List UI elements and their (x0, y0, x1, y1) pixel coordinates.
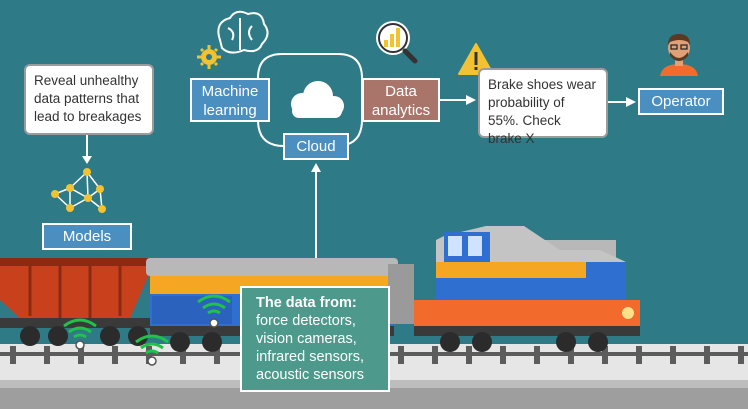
hopper-wagon (0, 258, 152, 346)
cloud-label: Cloud (296, 138, 336, 155)
sensor-wifi-icon (135, 334, 169, 355)
arrow-head-models-icon (82, 156, 92, 164)
data-source-item: force detectors, (256, 313, 356, 329)
data-sources-box: The data from: force detectors, vision c… (240, 286, 390, 392)
alert-box: Brake shoes wear probability of 55%. Che… (478, 68, 608, 146)
data-analytics-box: Data analytics (362, 78, 440, 122)
locomotive (414, 226, 640, 352)
data-source-item: vision cameras, (256, 331, 357, 347)
sensor-wifi-icon (63, 318, 97, 339)
warning-icon (458, 43, 494, 75)
arrow-heads (82, 95, 636, 172)
network-graph-icon (51, 168, 106, 213)
cloud-box: Cloud (283, 133, 349, 160)
sensor-dot-icon (209, 318, 219, 328)
sensor-wifi-icon (197, 294, 231, 315)
arrow-head-operator-icon (626, 97, 636, 107)
arrow-head-alert-icon (466, 95, 476, 105)
data-analytics-label: Data analytics (371, 83, 431, 119)
reveal-note-box: Reveal unhealthy data patterns that lead… (24, 64, 154, 135)
machine-learning-label: Machine learning (201, 83, 259, 119)
magnifier-chart-icon (376, 21, 418, 64)
operator-box: Operator (638, 88, 724, 115)
cloud-icon (291, 81, 344, 118)
gear-icon (197, 45, 221, 69)
brain-icon (217, 10, 269, 54)
lower-ground (0, 388, 748, 409)
data-source-item: acoustic sensors (256, 367, 364, 383)
arrow-head-cloud-icon (311, 163, 321, 172)
operator-label: Operator (651, 93, 711, 110)
data-sources-heading: The data from: (256, 295, 357, 311)
data-source-item: infrared sensors, (256, 349, 364, 365)
models-label: Models (62, 228, 112, 245)
operator-avatar-icon (660, 34, 698, 76)
sensor-dot-icon (147, 356, 157, 366)
reveal-note-text: Reveal unhealthy data patterns that lead… (34, 73, 142, 124)
alert-text: Brake shoes wear probability of 55%. Che… (488, 77, 597, 146)
machine-learning-box: Machine learning (190, 78, 270, 122)
sensor-dot-icon (75, 340, 85, 350)
models-box: Models (42, 223, 132, 250)
